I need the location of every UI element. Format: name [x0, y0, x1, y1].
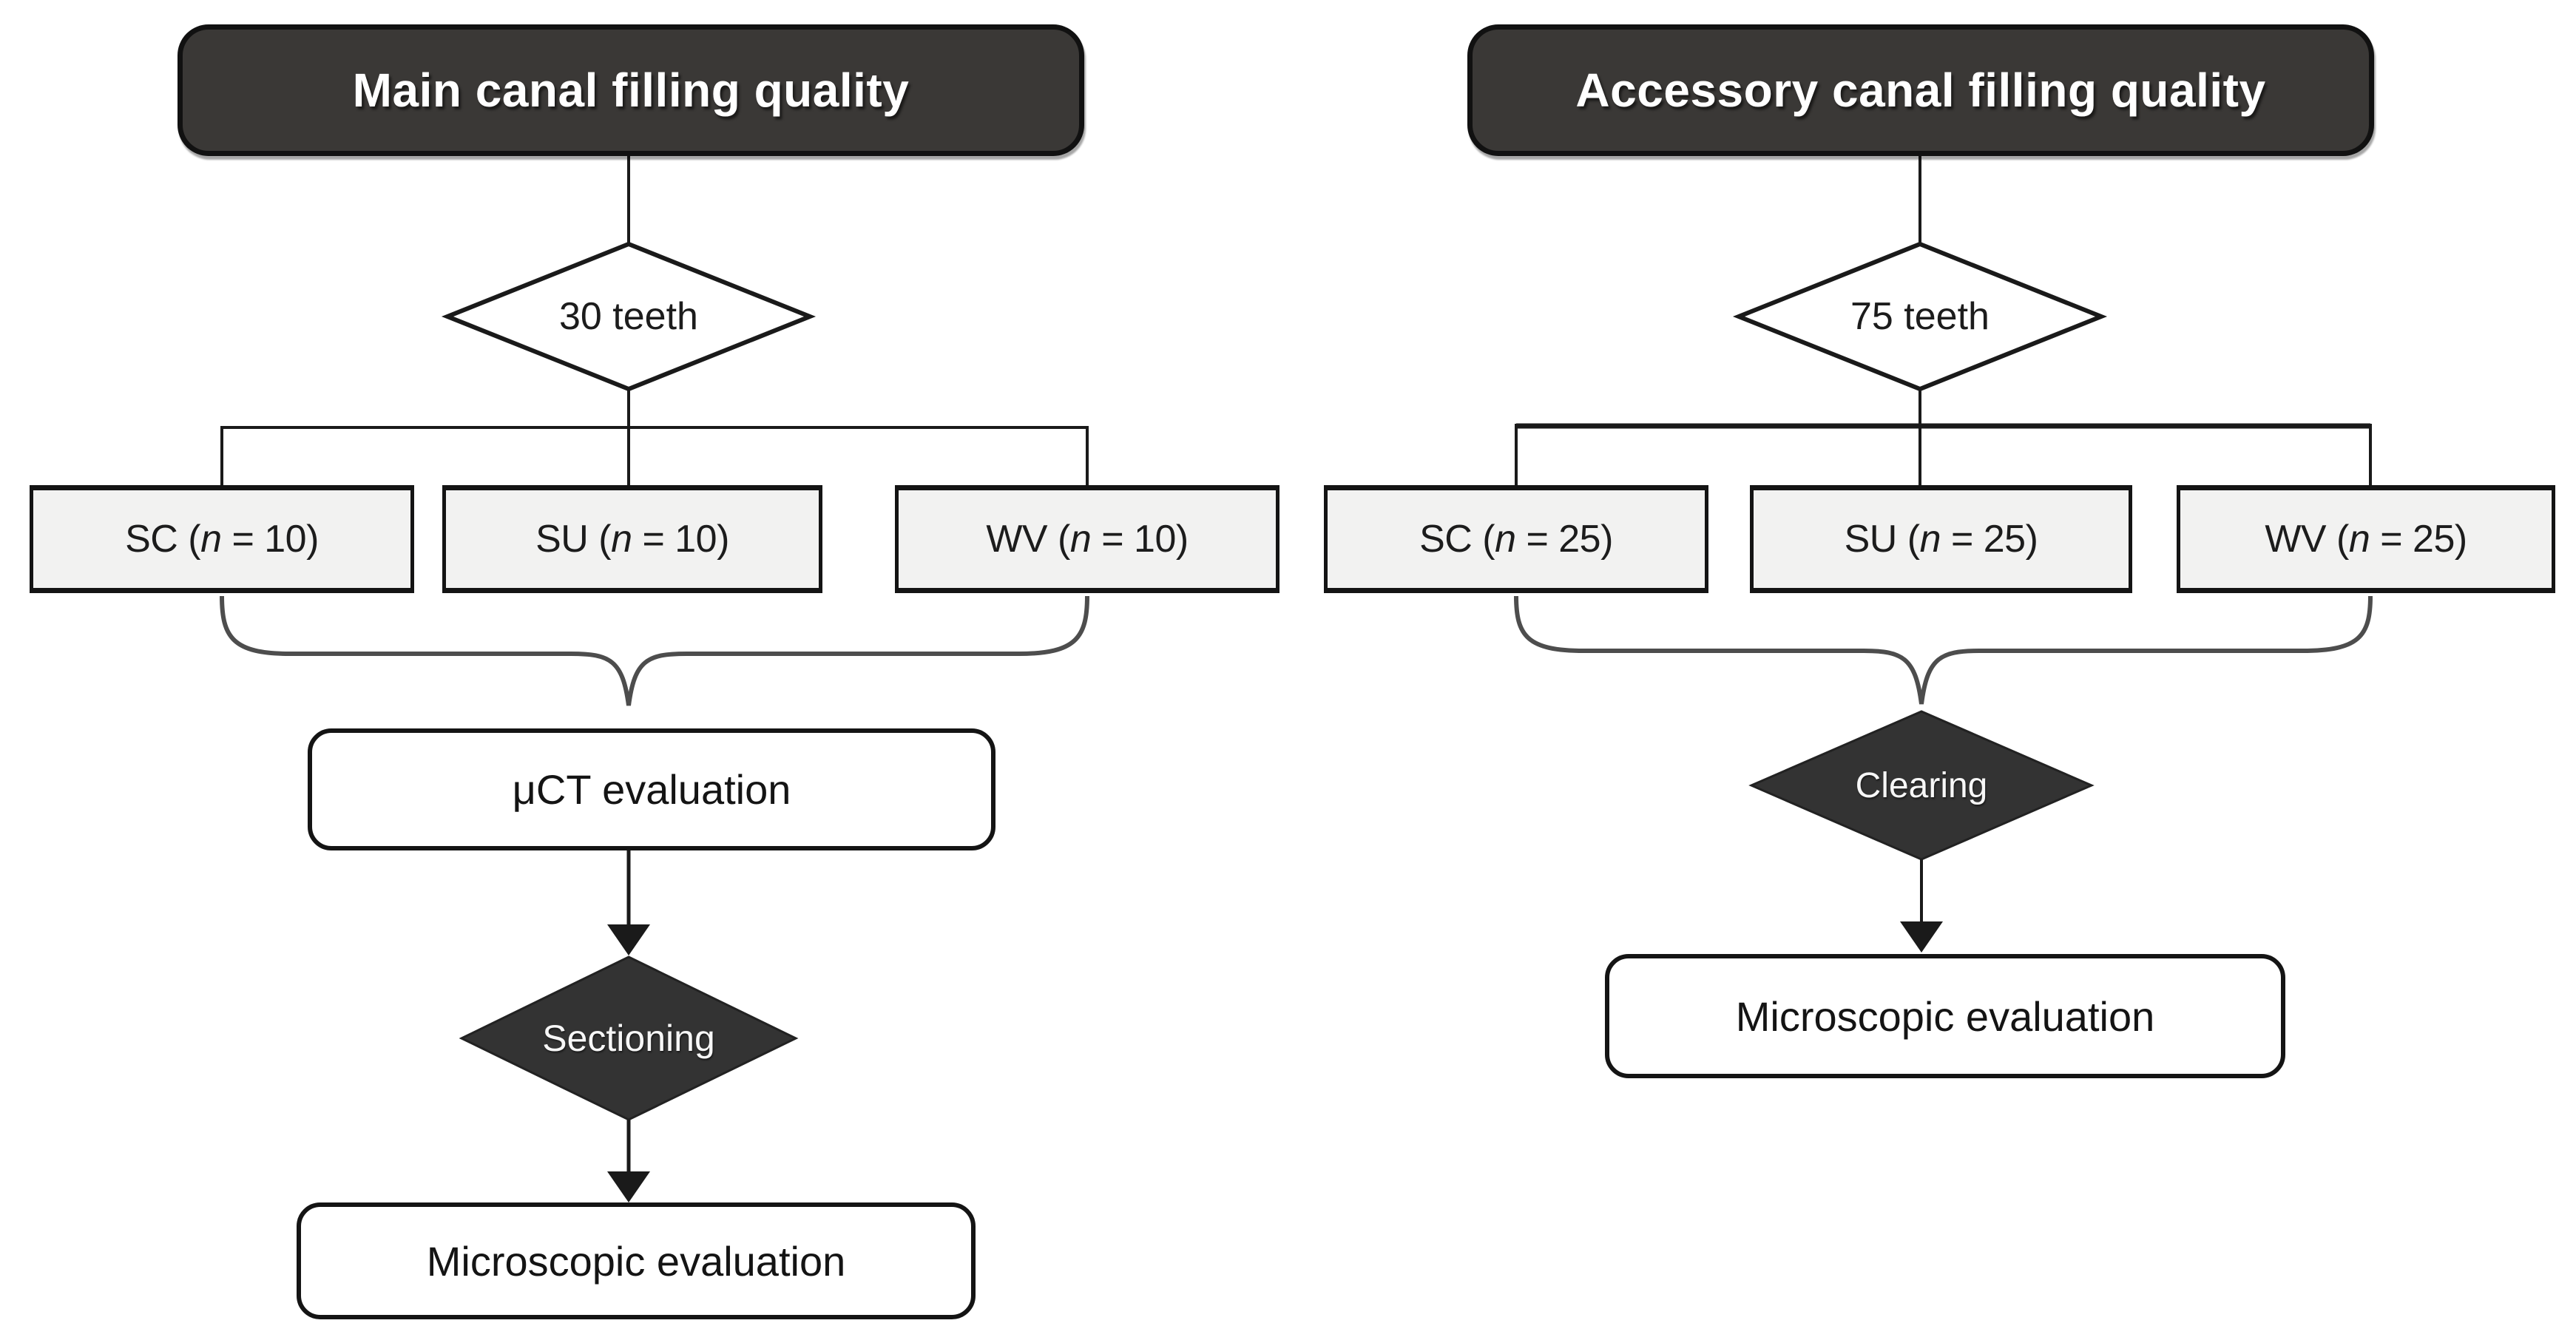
group-label-part: WV ( — [2265, 518, 2349, 561]
right-group-box-su: SU (n = 25) — [1750, 485, 2132, 593]
right-arrow1-head — [1900, 921, 1943, 953]
right-microscopic-evaluation-box: Microscopic evaluation — [1605, 954, 2285, 1078]
left-group-box-su: SU (n = 10) — [442, 485, 822, 593]
right-sample-diamond-label: 75 teeth — [1850, 295, 1990, 338]
group-label-part: SU ( — [535, 518, 612, 561]
group-label-part: SU ( — [1844, 518, 1921, 561]
group-label-n: n — [611, 518, 632, 561]
left-microscopic-evaluation-box: Microscopic evaluation — [297, 1202, 976, 1319]
group-label-n: n — [1919, 518, 1941, 561]
uct-evaluation-box: μCT evaluation — [308, 728, 995, 850]
group-label-n: n — [1069, 518, 1092, 561]
group-label-n: n — [2348, 518, 2370, 561]
left-sample-diamond-shape — [441, 241, 817, 392]
right-group-box-sc: SC (n = 25) — [1324, 485, 1708, 593]
group-label-part: = 10) — [221, 518, 319, 561]
group-label-n: n — [1495, 518, 1516, 561]
left-sample-diamond-label: 30 teeth — [559, 295, 698, 338]
group-label-part: WV ( — [986, 518, 1070, 561]
right-sample-diamond-shape — [1732, 241, 2108, 392]
right-chart-title: Accessory canal filling quality — [1467, 24, 2374, 156]
right-group-box-wv: WV (n = 25) — [2177, 485, 2555, 593]
group-label-part: = 25) — [1941, 518, 2038, 561]
group-label-n: n — [200, 518, 222, 561]
sectioning-diamond-label: Sectioning — [542, 1018, 715, 1059]
group-label-part: SC ( — [1419, 518, 1495, 561]
right-curly-brace — [1514, 595, 2373, 705]
left-chart-title: Main canal filling quality — [178, 24, 1084, 156]
group-label-part: SC ( — [125, 518, 201, 561]
left-arrow2-head — [607, 1171, 650, 1202]
group-label-part: = 10) — [632, 518, 729, 561]
left-group-box-wv: WV (n = 10) — [895, 485, 1279, 593]
group-label-part: = 25) — [1515, 518, 1613, 561]
group-label-part: = 10) — [1091, 518, 1189, 561]
group-label-part: = 25) — [2370, 518, 2467, 561]
left-curly-brace — [220, 595, 1089, 706]
left-group-box-sc: SC (n = 10) — [30, 485, 414, 593]
clearing-diamond-label: Clearing — [1855, 765, 1988, 805]
left-arrow1-head — [607, 924, 650, 955]
